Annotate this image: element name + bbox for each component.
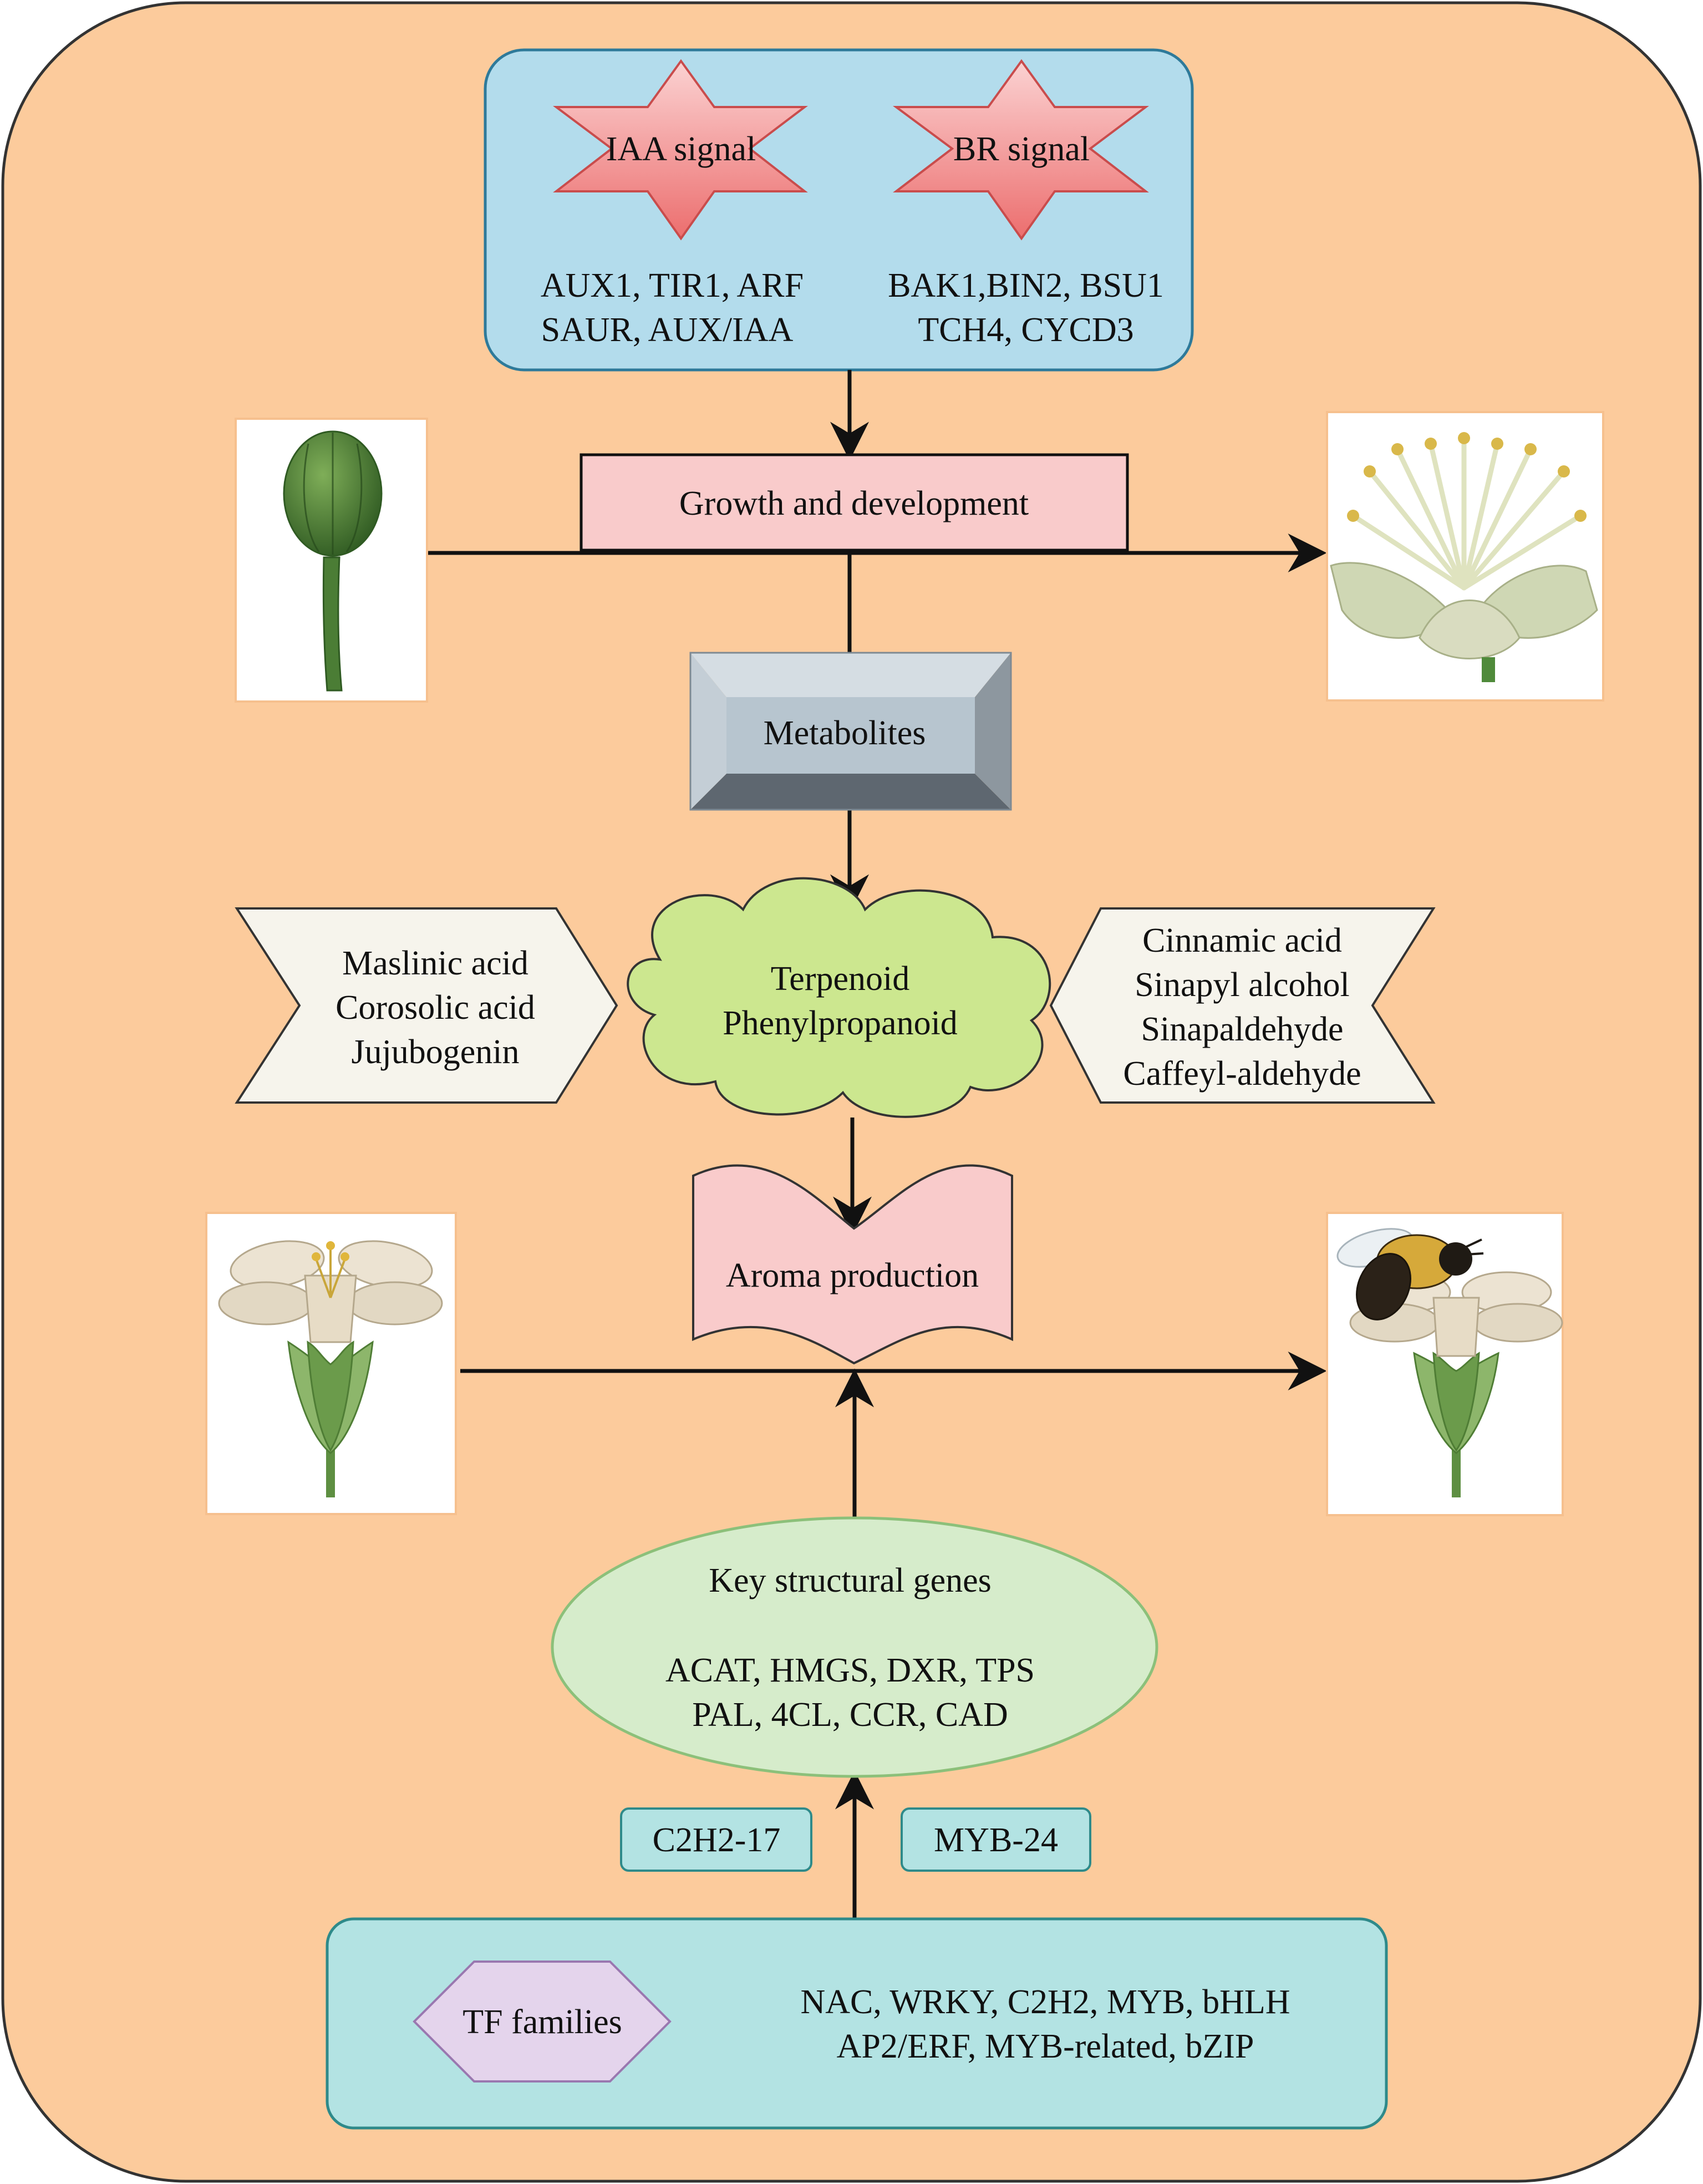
growth-label: Growth and development <box>679 485 1029 522</box>
iaa-genes-line1: AUX1, TIR1, ARF <box>541 267 804 304</box>
flower-illustration <box>205 1212 457 1515</box>
structural-genes-line1: ACAT, HMGS, DXR, TPS <box>665 1652 1035 1689</box>
phenylpropanoid-compound-2: Sinapyl alcohol <box>1135 966 1349 1004</box>
br-genes-line1: BAK1,BIN2, BSU1 <box>888 267 1164 304</box>
tf-families-hexagon <box>413 1960 672 2083</box>
bud-image <box>235 418 428 703</box>
br-signal-label: BR signal <box>953 130 1090 168</box>
bee-on-flower-illustration <box>1326 1212 1564 1516</box>
signal-panel: IAA signal BR signal AUX1, TIR1, ARF SAU… <box>484 48 1194 372</box>
structural-genes-line2: PAL, 4CL, CCR, CAD <box>692 1696 1008 1734</box>
phenylpropanoid-compound-4: Caffeyl-aldehyde <box>1123 1055 1361 1093</box>
tf-families-line1: NAC, WRKY, C2H2, MYB, bHLH <box>800 1983 1290 2021</box>
aroma-banner: Aroma production <box>692 1164 1013 1365</box>
phenylpropanoid-compounds-box: Cinnamic acid Sinapyl alcohol Sinapaldeh… <box>1049 907 1436 1104</box>
aroma-label: Aroma production <box>726 1257 979 1294</box>
br-signal-star: BR signal <box>892 59 1149 241</box>
tf-tag-myb-24-label: MYB-24 <box>934 1821 1058 1859</box>
growth-box: Growth and development <box>579 453 1129 552</box>
terpenoid-compound-2: Corosolic acid <box>335 989 535 1027</box>
terpenoid-compounds-box: Maslinic acid Corosolic acid Jujubogenin <box>235 907 618 1104</box>
tf-families-line2: AP2/ERF, MYB-related, bZIP <box>837 2028 1254 2065</box>
metabolites-block: Metabolites <box>689 652 1012 811</box>
structural-genes-ellipse: Key structural genes ACAT, HMGS, DXR, TP… <box>551 1516 1158 1778</box>
cloud-line1: Terpenoid <box>771 960 909 998</box>
phenylpropanoid-compound-1: Cinnamic acid <box>1142 922 1342 959</box>
phenylpropanoid-compound-3: Sinapaldehyde <box>1141 1010 1343 1048</box>
iaa-signal-label: IAA signal <box>606 130 756 168</box>
br-genes-line2: TCH4, CYCD3 <box>918 311 1133 349</box>
iaa-genes-line2: SAUR, AUX/IAA <box>541 311 794 349</box>
metabolites-label: Metabolites <box>764 714 926 752</box>
iaa-signal-star: IAA signal <box>553 59 808 241</box>
tf-families-panel: TF families NAC, WRKY, C2H2, MYB, bHLH A… <box>326 1917 1388 2130</box>
cloud-line2: Phenylpropanoid <box>723 1004 958 1042</box>
arrows <box>428 370 1327 1919</box>
metabolite-class-cloud: Terpenoid Phenylpropanoid <box>627 877 1051 1118</box>
tf-families-label: TF families <box>462 2003 622 2041</box>
open-flower-image <box>1326 411 1604 702</box>
tf-tag-myb-24: MYB-24 <box>901 1807 1091 1872</box>
tf-tag-c2h2-17-label: C2H2-17 <box>653 1821 781 1859</box>
terpenoid-compound-1: Maslinic acid <box>342 944 528 982</box>
structural-genes-title: Key structural genes <box>709 1562 992 1599</box>
tf-tag-c2h2-17: C2H2-17 <box>620 1807 812 1872</box>
terpenoid-compound-3: Jujubogenin <box>351 1033 519 1071</box>
